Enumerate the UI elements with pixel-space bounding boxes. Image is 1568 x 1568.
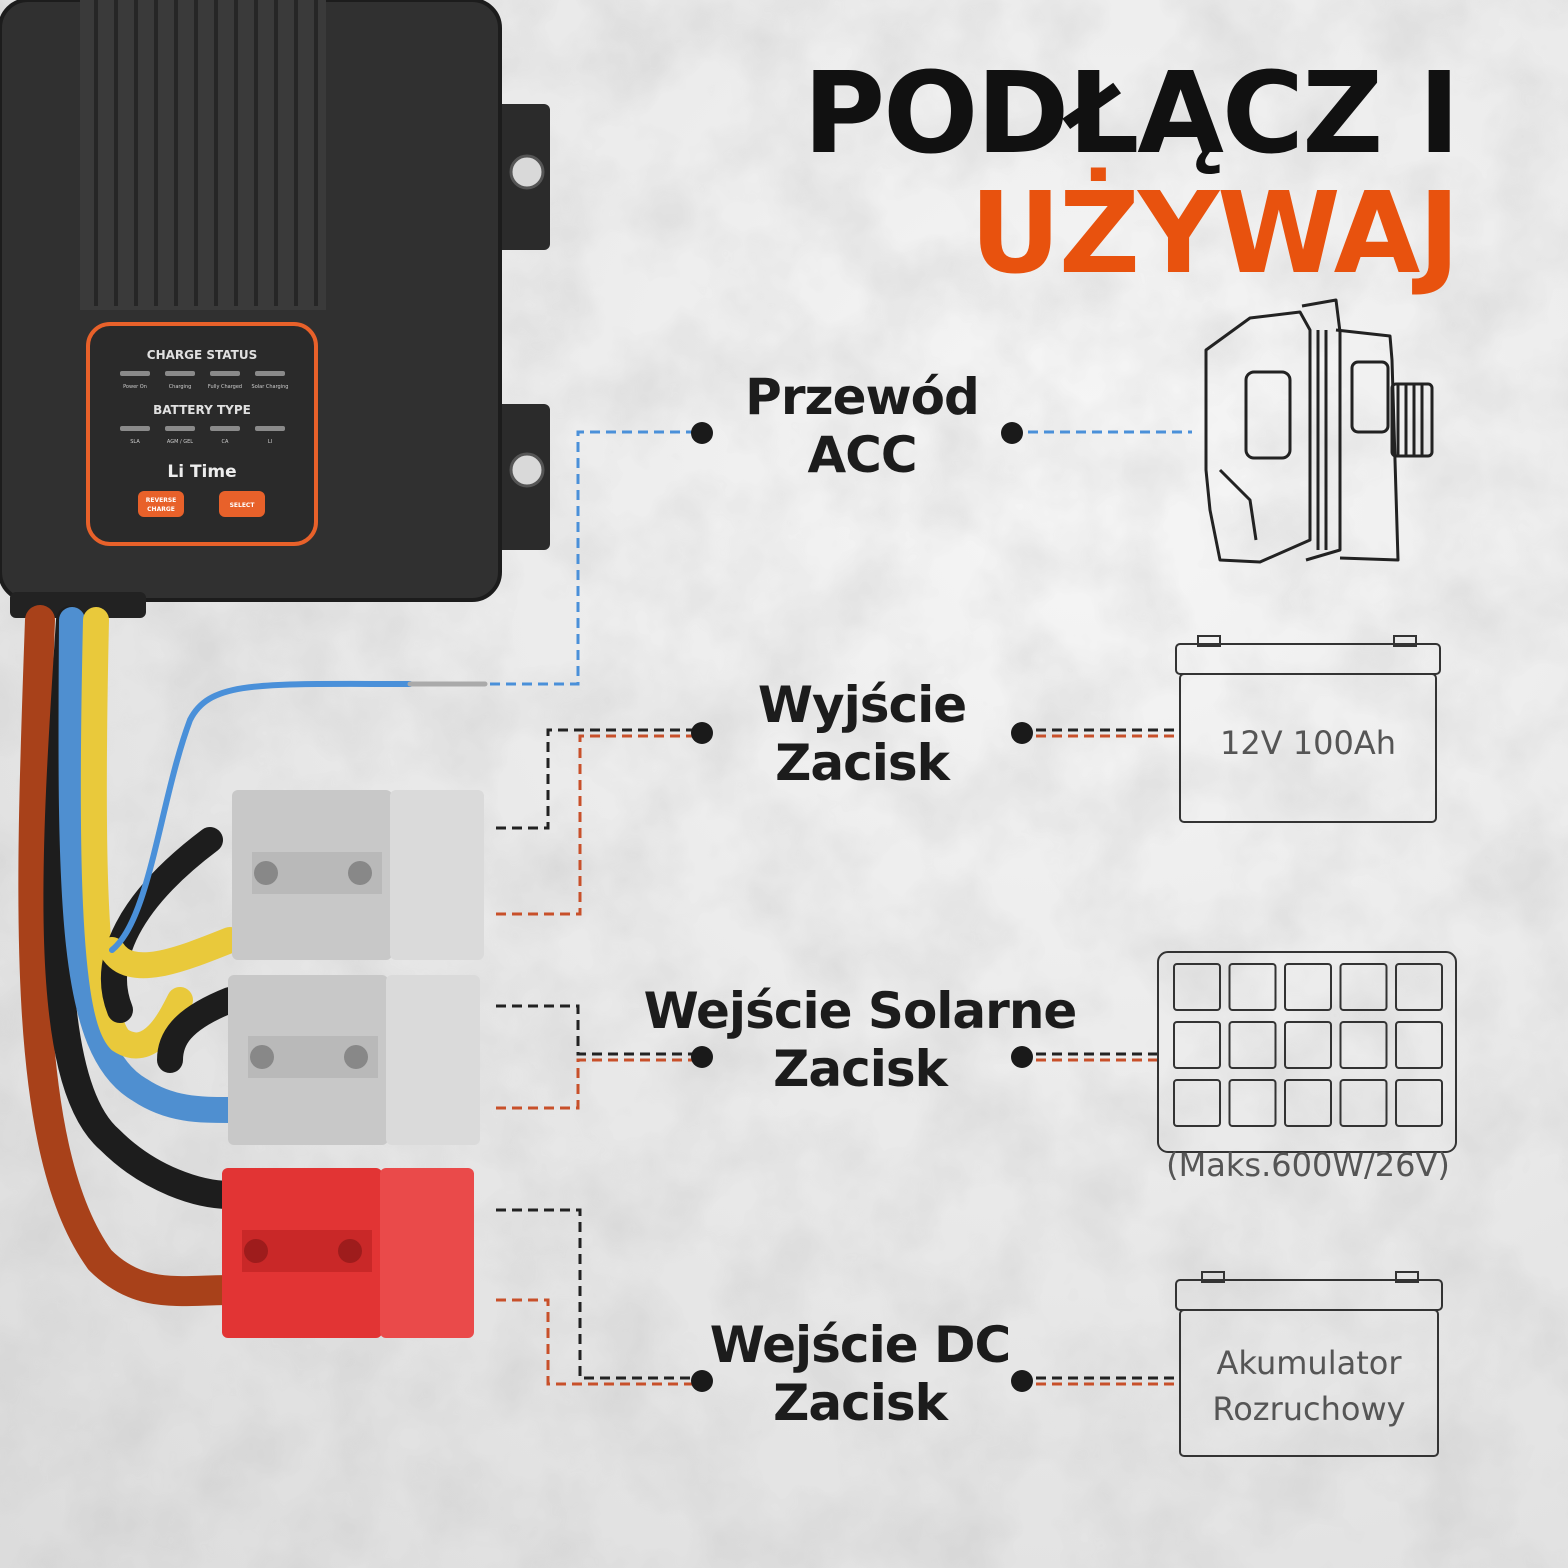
label-output: Wyjście Zacisk xyxy=(642,676,1082,792)
solar-cell xyxy=(1339,1079,1388,1127)
headline-line-2: UŻYWAJ xyxy=(969,169,1460,299)
connection-lines xyxy=(490,430,1192,1386)
label-dc: Wejście DC Zacisk xyxy=(640,1316,1080,1432)
label-output-line-1: Wyjście xyxy=(757,676,967,734)
reverse-charge-button[interactable] xyxy=(138,491,184,517)
solar-cell xyxy=(1284,1021,1332,1069)
mounting-bracket-top xyxy=(492,104,550,250)
solar-max-note: (Maks.600W/26V) xyxy=(1166,1146,1450,1184)
alternator-icon xyxy=(1204,298,1434,564)
connector-solar xyxy=(228,975,480,1145)
reverse-charge-label-2: CHARGE xyxy=(147,506,175,513)
connector-output xyxy=(232,790,484,960)
panel-title: CHARGE STATUS xyxy=(147,348,257,362)
label-solar-line-2: Zacisk xyxy=(773,1040,948,1098)
battery-capacity-text: 12V 100Ah xyxy=(1219,724,1397,762)
headline-line-1: PODŁĄCZ I xyxy=(803,49,1460,179)
solar-cell xyxy=(1228,963,1277,1011)
solar-cell xyxy=(1228,1021,1277,1069)
battery-type-title: BATTERY TYPE xyxy=(153,403,251,417)
connector-dc xyxy=(222,1168,474,1338)
solar-cell xyxy=(1339,963,1388,1011)
label-acc: Przewód ACC xyxy=(642,368,1082,484)
label-solar: Wejście Solarne Zacisk xyxy=(640,982,1080,1098)
label-dc-line-1: Wejście DC xyxy=(709,1316,1011,1374)
solar-cell xyxy=(1228,1079,1277,1127)
solar-cell xyxy=(1339,1021,1388,1069)
solar-cell xyxy=(1173,963,1221,1011)
brand-logo: Li Time xyxy=(167,462,236,482)
starter-battery-text-1: Akumulator xyxy=(1216,1344,1402,1382)
mounting-bracket-bottom xyxy=(492,404,550,550)
reverse-charge-label-1: REVERSE xyxy=(146,497,177,504)
label-solar-line-1: Wejście Solarne xyxy=(643,982,1078,1040)
select-button-label: SELECT xyxy=(230,502,256,509)
connection-dots xyxy=(691,422,1033,1392)
label-acc-line-2: ACC xyxy=(807,426,917,484)
select-button[interactable] xyxy=(219,491,265,517)
label-acc-line-1: Przewód xyxy=(745,368,980,426)
battery-label-agm: AGM / GEL xyxy=(167,439,193,445)
solar-cell xyxy=(1395,1021,1443,1069)
starter-battery-text-2: Rozruchowy xyxy=(1212,1390,1406,1428)
solar-cell xyxy=(1395,1079,1443,1127)
solar-cell xyxy=(1284,1079,1332,1127)
starter-battery-text: Akumulator Rozruchowy xyxy=(1180,1340,1438,1432)
cables xyxy=(18,605,488,1307)
solar-cell xyxy=(1284,963,1332,1011)
battery-icon xyxy=(1175,635,1441,823)
control-panel: CHARGE STATUS Power On Charging Fully Ch… xyxy=(86,322,318,546)
battery-label-ca: CA xyxy=(222,439,229,445)
solar-panel-icon xyxy=(1157,951,1457,1153)
battery-label-li: LI xyxy=(268,439,272,445)
led-label-power: Power On xyxy=(123,384,147,390)
led-label-charging: Charging xyxy=(169,384,192,390)
starter-battery-icon xyxy=(1175,1271,1443,1457)
battery-label-sla: SLA xyxy=(130,439,140,445)
solar-cell xyxy=(1173,1079,1221,1127)
solar-cell xyxy=(1395,963,1443,1011)
led-label-solar: Solar Charging xyxy=(252,384,289,390)
led-label-full: Fully Charged xyxy=(208,384,242,390)
solar-cell xyxy=(1173,1021,1221,1069)
label-output-line-2: Zacisk xyxy=(775,734,950,792)
label-dc-line-2: Zacisk xyxy=(773,1374,948,1432)
